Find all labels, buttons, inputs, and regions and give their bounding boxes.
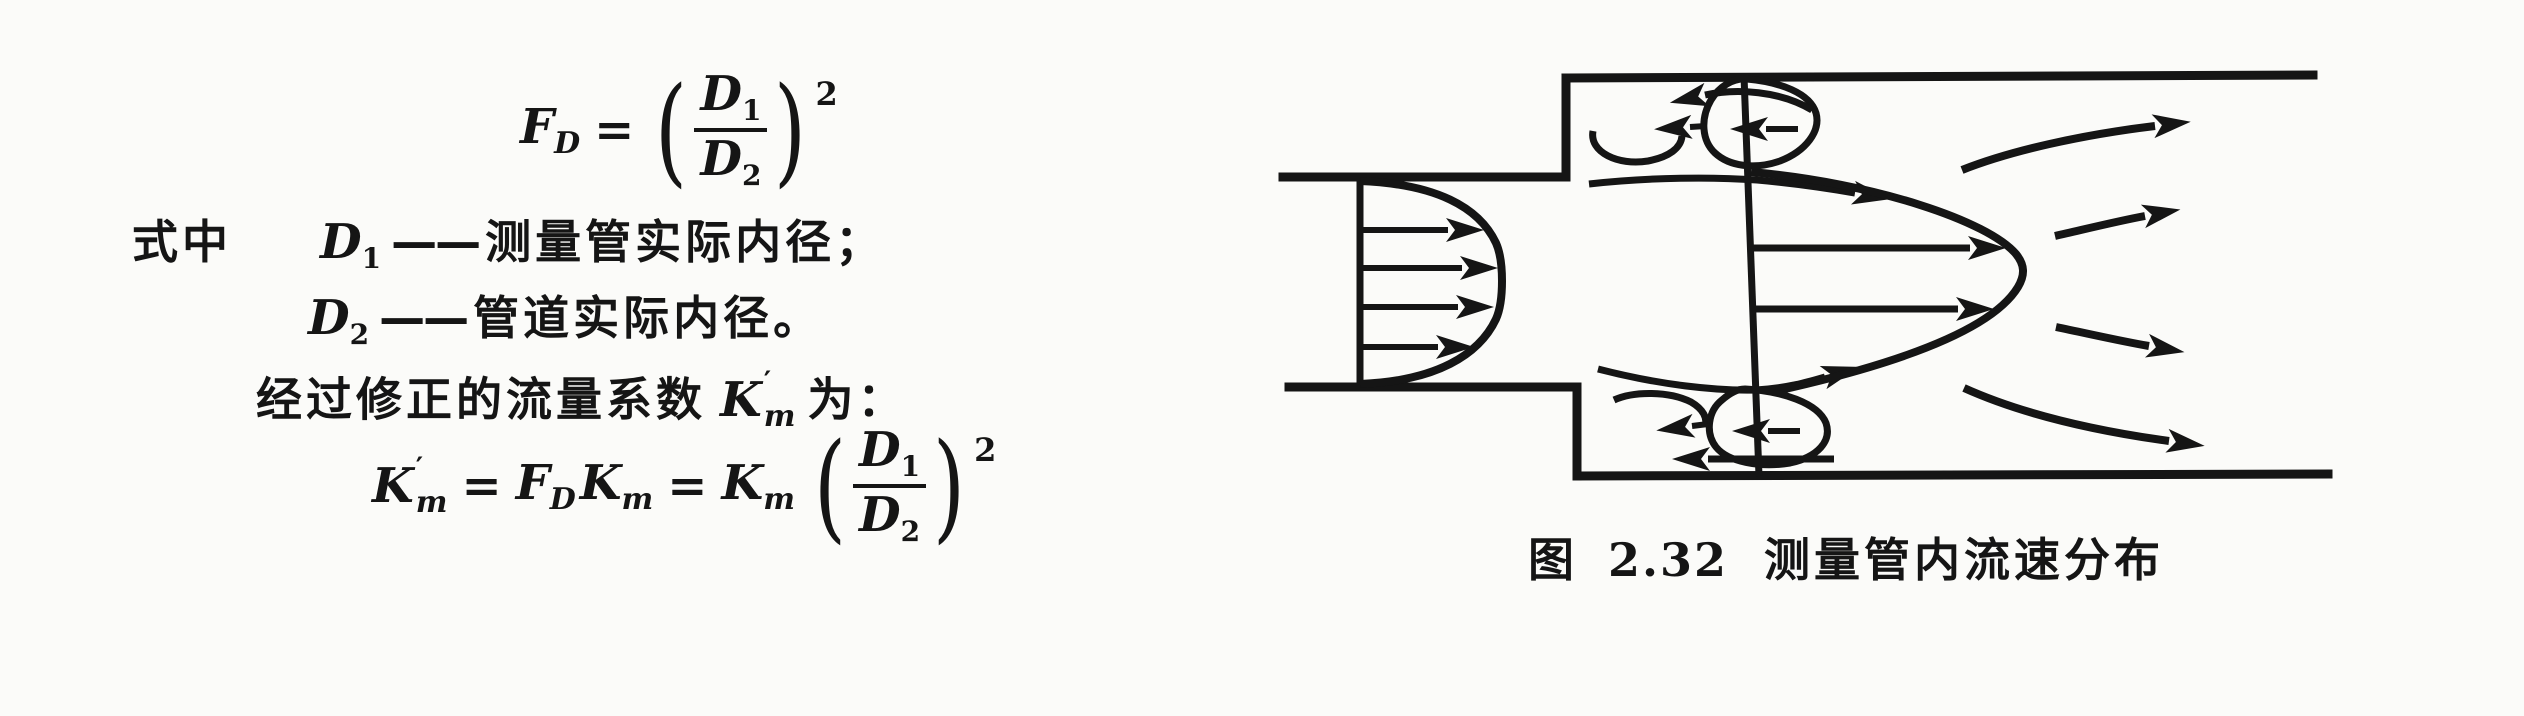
term-fd: FD xyxy=(515,455,576,517)
jet-profile-parabola xyxy=(1750,168,2027,395)
downstream-arrow-1 xyxy=(1960,114,2191,174)
equals-sign: = xyxy=(667,458,708,514)
fraction-numerator: D1 xyxy=(700,66,762,127)
jet-flow-arrows xyxy=(1753,236,2006,321)
where-clause-line-1: 式中 D1——测量管实际内径； xyxy=(132,216,885,275)
figure-caption-title: 测量管内流速分布 xyxy=(1764,533,2165,587)
close-paren: ) xyxy=(933,416,966,555)
upper-vortex-swirl-arrow xyxy=(1654,114,1707,139)
profile-curve xyxy=(1359,177,1506,388)
lower-vortex-bubble xyxy=(1705,385,1831,469)
open-paren: ( xyxy=(655,60,688,199)
definition-dash: —— xyxy=(379,291,469,345)
fraction-denominator: D2 xyxy=(700,131,762,192)
upper-recirculation-vortex xyxy=(1589,75,1821,170)
upper-vortex-return-arrow xyxy=(1669,82,1814,114)
downstream-arrow-2 xyxy=(2054,204,2181,240)
equals-sign: = xyxy=(461,458,502,514)
large-pipe-bottom-wall xyxy=(1572,469,2333,481)
lower-vortex-swirl-curve xyxy=(1612,390,1710,429)
symbol-d1: D1 xyxy=(320,214,382,275)
where-prefix: 式中 xyxy=(132,215,232,269)
symbol-d2: D2 xyxy=(308,290,370,351)
jet-velocity-profile xyxy=(1588,168,2027,395)
upper-vortex-bubble xyxy=(1700,75,1821,170)
lower-vortex-swirl-arrow xyxy=(1656,413,1709,438)
pipe-walls xyxy=(1278,70,2333,481)
exponent: 2 xyxy=(815,75,838,113)
formula-km: K′m = FD Km = Km ( D1 D2 ) 2 xyxy=(372,416,997,555)
figure-caption-label: 图 xyxy=(1528,533,1578,587)
formula-fd-lhs: FD xyxy=(520,99,581,161)
downstream-flow-arrows xyxy=(1960,114,2205,453)
fraction-denominator: D2 xyxy=(858,487,921,548)
symbol-km-prime: K′m xyxy=(720,365,800,434)
fraction-d1-d2: D1 D2 xyxy=(852,422,927,548)
formula-km-lhs: K′m xyxy=(372,451,448,520)
equals-sign: = xyxy=(594,102,635,158)
definition-text-d2: 管道实际内径。 xyxy=(473,291,824,345)
fraction-numerator: D1 xyxy=(858,422,921,483)
upper-vortex-swirl-curve xyxy=(1589,130,1686,166)
fraction-d1-d2: D1 D2 xyxy=(694,66,768,192)
figure-caption-number: 2.32 xyxy=(1608,533,1729,587)
formula-fd: FD = ( D1 D2 ) 2 xyxy=(520,60,838,199)
measuring-plane-line xyxy=(1740,75,1763,477)
intro-text-after: 为： xyxy=(807,372,908,427)
open-paren: ( xyxy=(813,416,847,555)
exponent: 2 xyxy=(974,431,997,469)
close-paren: ) xyxy=(774,60,807,199)
inlet-velocity-profile xyxy=(1356,177,1506,388)
downstream-arrow-3 xyxy=(2055,323,2185,358)
downstream-arrow-4 xyxy=(1962,384,2205,453)
lower-recirculation-vortex xyxy=(1612,385,1834,471)
inlet-flow-arrows xyxy=(1362,218,1498,359)
fraction-bar xyxy=(852,484,927,488)
definition-text-d1: 测量管实际内径； xyxy=(485,215,886,269)
shear-layer-top-arrow xyxy=(1588,174,1891,205)
term-km: Km xyxy=(579,455,654,517)
large-pipe-top-wall xyxy=(1561,70,2318,83)
intro-text-before: 经过修正的流量系数 xyxy=(256,372,706,427)
fraction-bar xyxy=(694,128,768,132)
definition-dash: —— xyxy=(391,215,481,269)
term-km2: Km xyxy=(721,455,795,517)
figure-caption: 图 2.32 测量管内流速分布 xyxy=(1528,524,2164,590)
where-clause-line-2: D2——管道实际内径。 xyxy=(308,292,823,351)
